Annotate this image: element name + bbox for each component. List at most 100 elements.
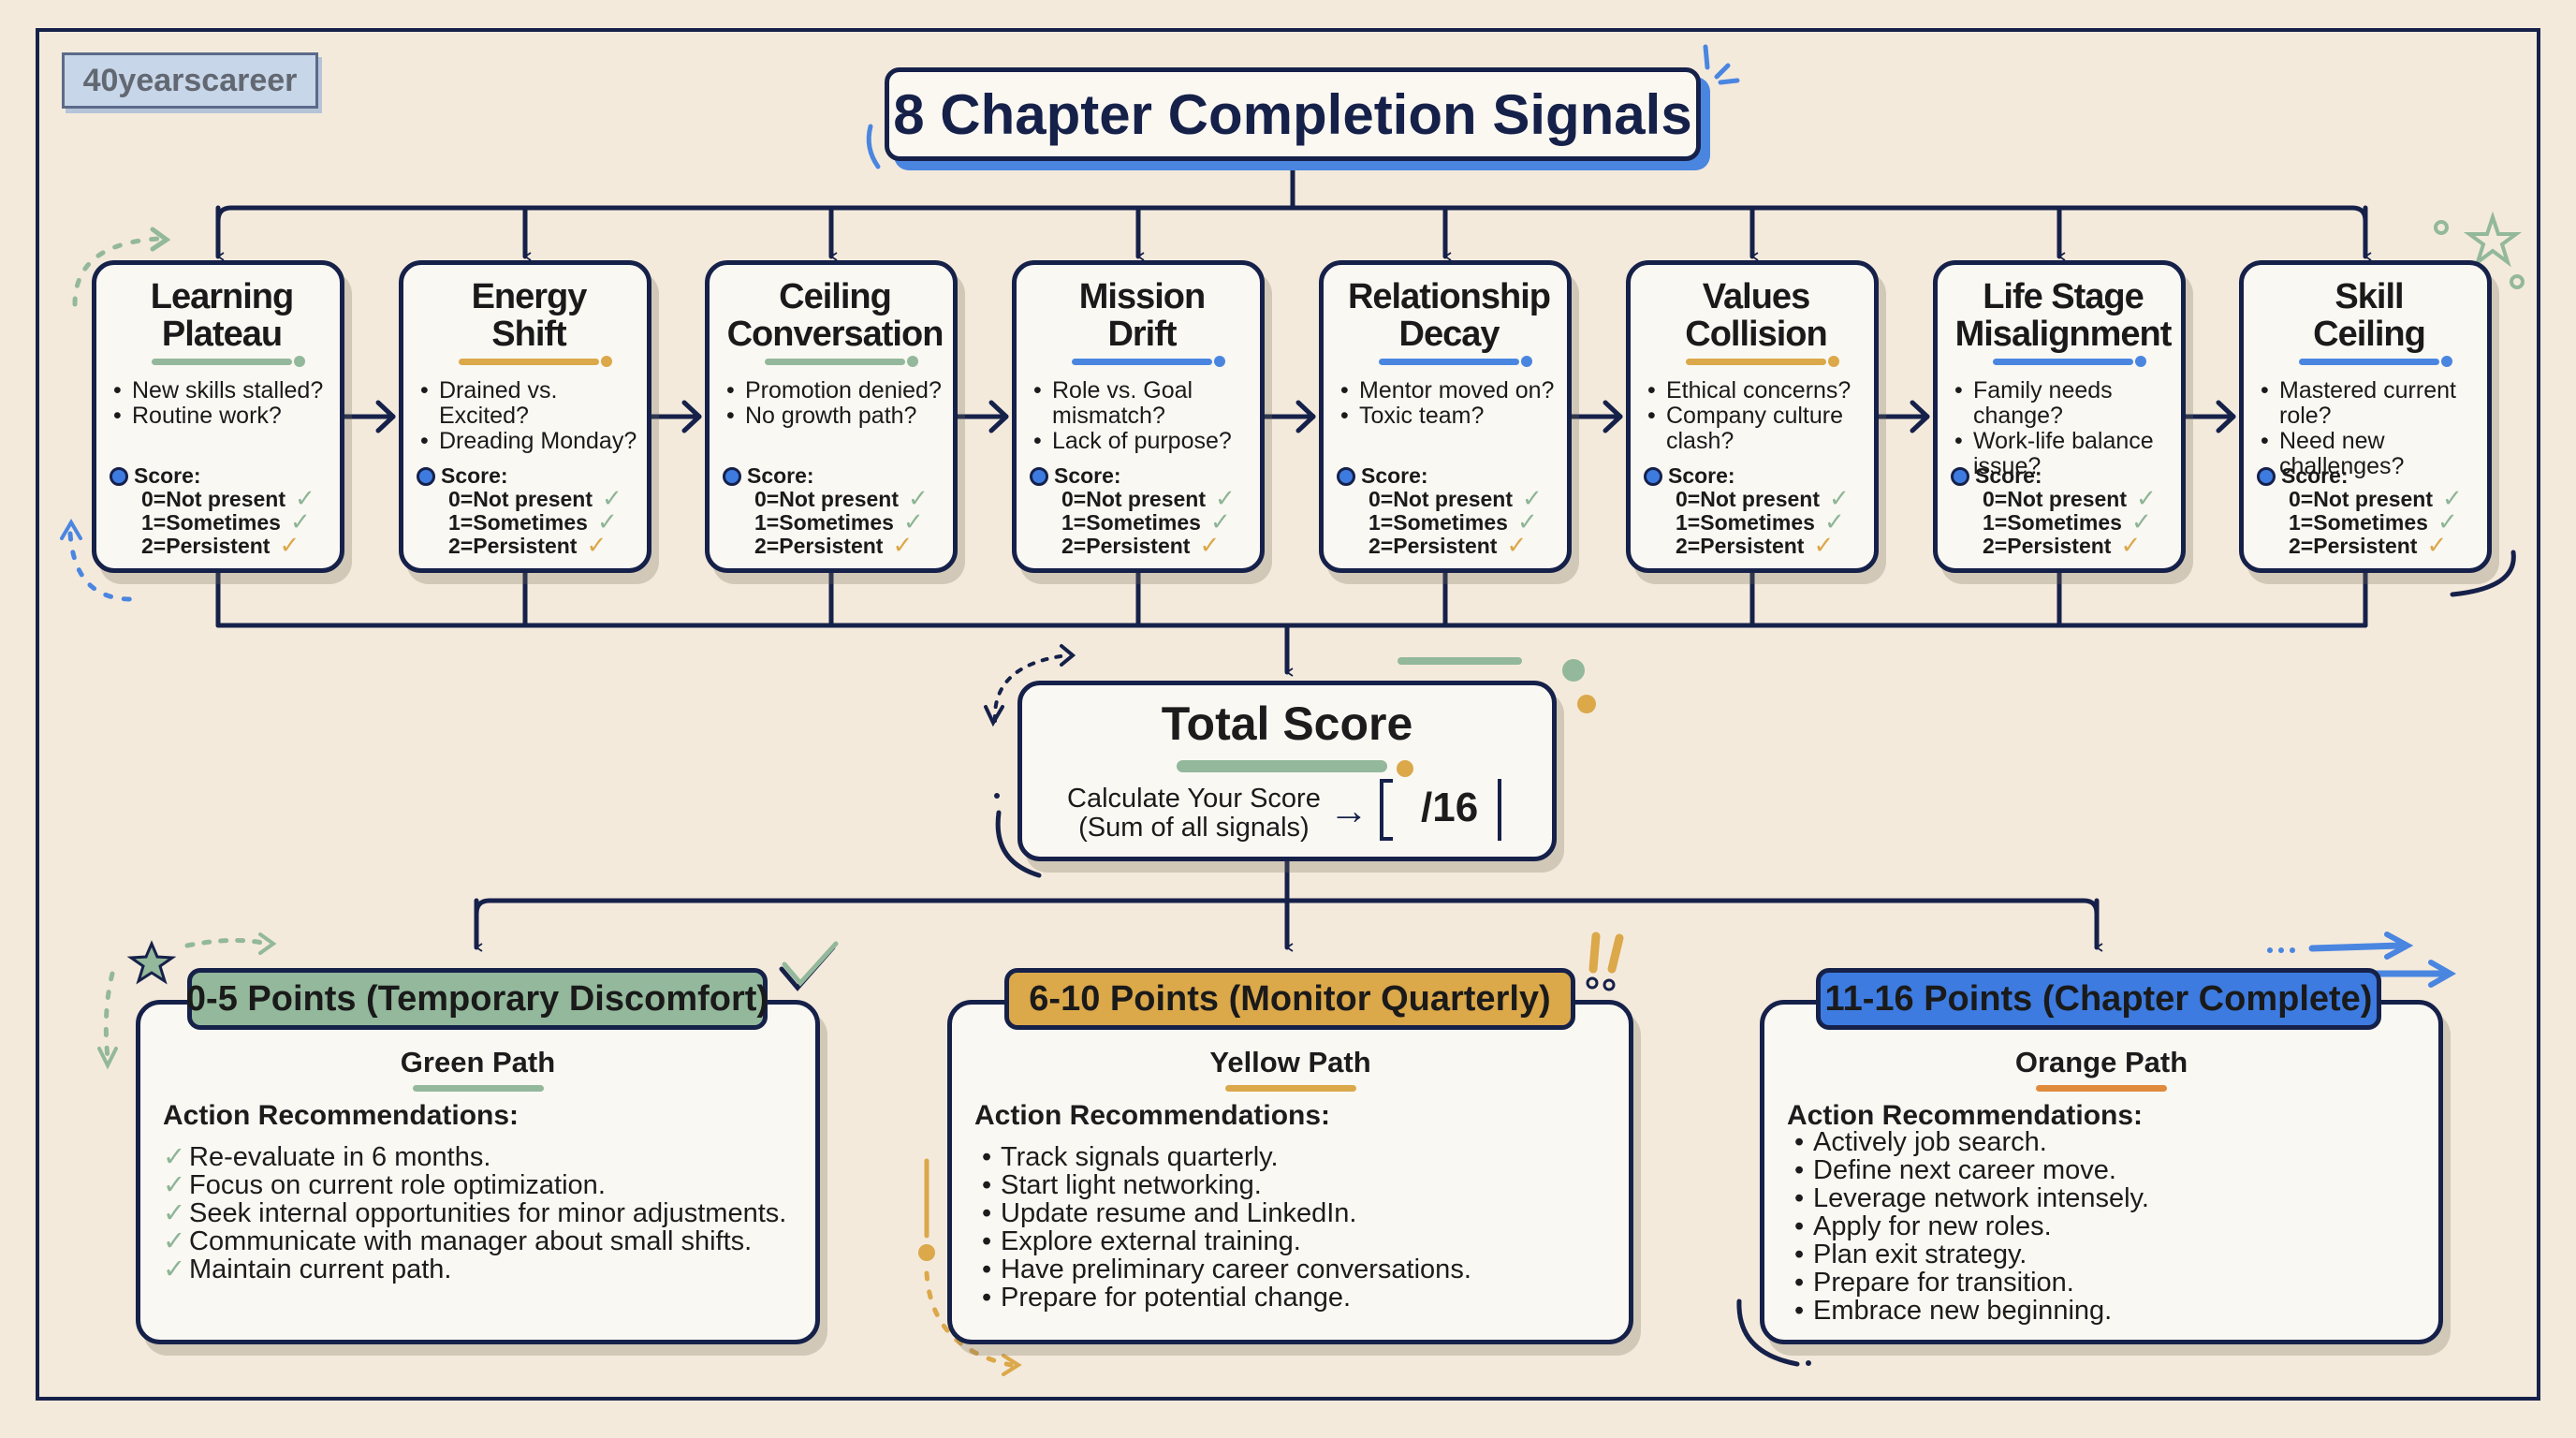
signal-questions: Mentor moved on?Toxic team?: [1340, 378, 1558, 430]
score-dot-icon: [723, 467, 741, 486]
signal-questions: Promotion denied?No growth path?: [726, 378, 944, 430]
score-level[interactable]: 2=Persistent✓: [1033, 533, 1236, 558]
score-level[interactable]: 2=Persistent✓: [1954, 533, 2157, 557]
action-item: Explore external training.: [974, 1227, 1471, 1255]
score-level[interactable]: 1=Sometimes✓: [1340, 509, 1543, 534]
signal-title-line: Ceiling: [2313, 315, 2426, 354]
score-level[interactable]: 2=Persistent✓: [113, 531, 315, 559]
signal-question: Need new challenges?: [2261, 429, 2478, 479]
check-icon: ✓: [279, 531, 300, 559]
signal-question: Dreading Monday?: [420, 429, 637, 455]
score-legend: Score:0=Not present✓1=Sometimes✓2=Persis…: [417, 464, 622, 559]
flow-arrow-head: [988, 400, 1009, 433]
accent-underline: [152, 356, 305, 367]
score-level-label: 0=Not present: [141, 487, 286, 511]
signal-question: Work-life balance issue?: [1954, 429, 2172, 479]
max-score: /16: [1421, 785, 1479, 830]
check-icon: ✓: [586, 531, 607, 559]
flow-arrow-head: [1910, 400, 1930, 433]
score-level[interactable]: 2=Persistent✓: [1340, 533, 1543, 558]
action-item: Actively job search.: [1787, 1128, 2149, 1156]
score-level-label: 0=Not present: [1676, 487, 1821, 511]
action-list: Actively job search.Define next career m…: [1787, 1128, 2149, 1325]
flow-arrow-head: [2216, 400, 2236, 433]
score-level[interactable]: 0=Not present✓: [1033, 486, 1236, 510]
check-icon: ✓: [892, 531, 914, 559]
path-name: Green Path: [400, 1046, 556, 1078]
score-level[interactable]: 1=Sometimes✓: [113, 509, 315, 535]
score-entry-field[interactable]: [1380, 779, 1501, 841]
score-level[interactable]: 0=Not present✓: [2261, 486, 2463, 510]
score-level-label: 0=Not present: [1368, 487, 1514, 511]
signal-question: Role vs. Goal mismatch?: [1033, 378, 1251, 429]
score-level[interactable]: 1=Sometimes✓: [420, 509, 622, 534]
score-level-label: 1=Sometimes: [141, 510, 281, 535]
score-level-label: 1=Sometimes: [1061, 510, 1201, 535]
check-icon: ✓: [2130, 507, 2152, 536]
score-level[interactable]: 1=Sometimes✓: [726, 509, 929, 535]
signal-title-line: Conversation: [726, 315, 944, 354]
accent-underline: [2299, 356, 2452, 367]
signal-title-line: Learning: [150, 277, 294, 316]
path-name: Orange Path: [2014, 1046, 2188, 1078]
action-item: Re-evaluate in 6 months.: [163, 1143, 786, 1171]
score-level-label: 0=Not present: [754, 487, 900, 511]
total-score-box: Total Score Calculate Your Score (Sum of…: [1017, 681, 1557, 861]
score-level[interactable]: 0=Not present✓: [420, 486, 622, 511]
score-level[interactable]: 1=Sometimes✓: [1647, 509, 1850, 535]
path-underline: [412, 1085, 544, 1092]
signal-title-line: Ceiling: [779, 277, 892, 316]
score-legend: Score:0=Not present✓1=Sometimes✓2=Persis…: [110, 464, 315, 559]
brand-logo: 40yearscareer: [62, 52, 318, 109]
score-level[interactable]: 0=Not present✓: [1647, 486, 1850, 511]
action-item: Focus on current role optimization.: [163, 1171, 786, 1199]
score-level-label: 2=Persistent: [1368, 534, 1498, 558]
signal-question: Lack of purpose?: [1033, 429, 1251, 455]
action-list: Re-evaluate in 6 months.Focus on current…: [163, 1143, 786, 1284]
signal-question: Mastered current role?: [2261, 378, 2478, 429]
score-level[interactable]: 2=Persistent✓: [2261, 533, 2463, 557]
signal-question: Company culture clash?: [1647, 404, 1865, 454]
signal-title-line: Drift: [1107, 315, 1177, 354]
top-bus: [215, 205, 2368, 257]
action-item: Maintain current path.: [163, 1255, 786, 1284]
score-label: Score:: [1361, 463, 1428, 488]
star-decoration-top-right: [2463, 211, 2523, 268]
score-legend: Score:0=Not present✓1=Sometimes✓2=Persis…: [1337, 463, 1543, 558]
score-dot-icon: [1030, 467, 1048, 486]
score-label: Score:: [1054, 463, 1121, 488]
score-legend: Score:0=Not present✓1=Sometimes✓2=Persis…: [1644, 464, 1850, 557]
score-level[interactable]: 1=Sometimes✓: [1033, 509, 1236, 535]
score-level-label: 1=Sometimes: [754, 510, 894, 535]
action-heading: Action Recommendations:: [974, 1100, 1331, 1131]
signal-card: SkillCeilingMastered current role?Need n…: [2239, 260, 2492, 573]
score-level[interactable]: 1=Sometimes✓: [2261, 509, 2463, 534]
score-level-label: 1=Sometimes: [1676, 510, 1815, 535]
signal-title-line: Relationship: [1347, 277, 1551, 316]
path-card: Orange Path Action Recommendations:Activ…: [1760, 1000, 2443, 1344]
signal-question: Mentor moved on?: [1340, 378, 1558, 404]
score-level[interactable]: 0=Not present ✓: [113, 484, 315, 512]
score-level[interactable]: 2=Persistent ✓: [420, 531, 622, 559]
action-item: Leverage network intensely.: [1787, 1184, 2149, 1212]
score-level[interactable]: 0=Not present✓: [1954, 486, 2157, 510]
score-level[interactable]: 2=Persistent✓: [1647, 533, 1850, 557]
score-level[interactable]: 2=Persistent✓: [726, 531, 929, 559]
path-underline: [1224, 1085, 1356, 1092]
arc-decoration-orange: [1736, 1299, 1800, 1367]
score-legend: Score:0=Not present✓1=Sometimes✓2=Persis…: [1951, 464, 2157, 557]
score-level-label: 2=Persistent: [448, 534, 578, 558]
score-level[interactable]: 1=Sometimes✓: [1954, 507, 2157, 536]
score-legend: Score:0=Not present✓1=Sometimes✓2=Persis…: [723, 464, 929, 559]
score-level[interactable]: 0=Not present✓: [1340, 486, 1543, 511]
path-badge: 6-10 Points (Monitor Quarterly): [1004, 968, 1575, 1030]
score-level-label: 0=Not present: [448, 487, 593, 511]
signal-title-line: Life Stage: [1983, 277, 2144, 316]
score-level[interactable]: 0=Not present✓: [726, 486, 929, 511]
score-level-label: 2=Persistent: [1061, 534, 1191, 558]
check-icon: ✓: [295, 484, 315, 512]
signal-title-line: Misalignment: [1954, 315, 2173, 354]
score-dot-icon: [1644, 467, 1662, 486]
